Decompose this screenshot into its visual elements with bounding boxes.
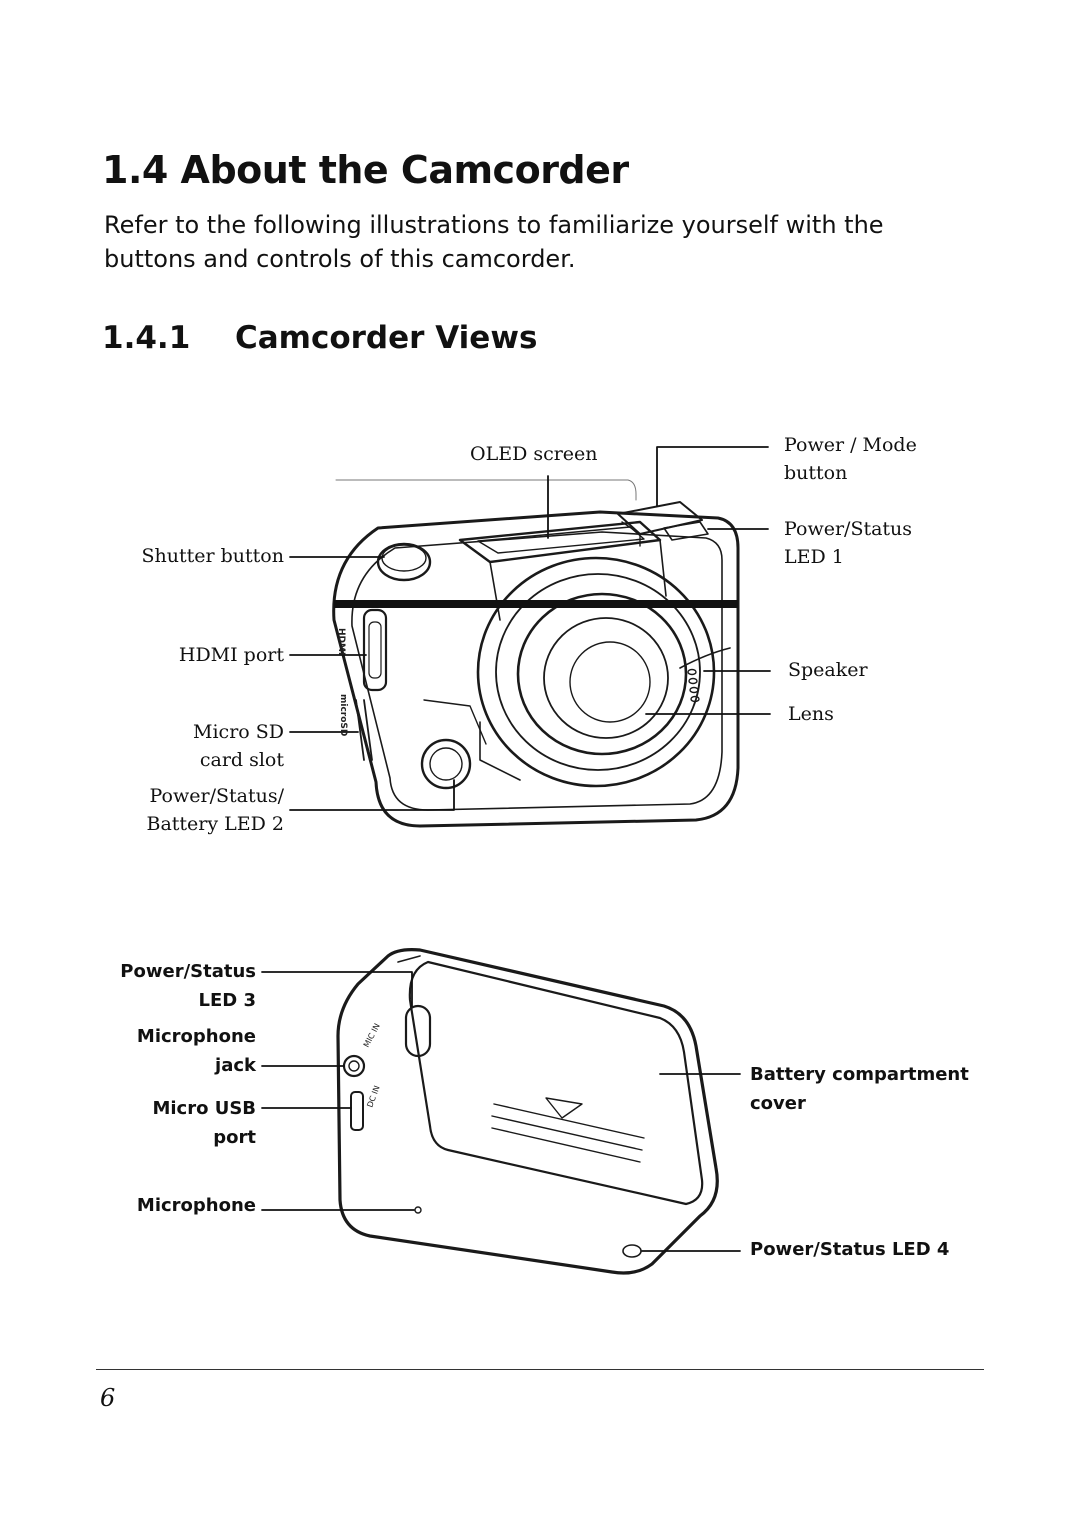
footer-rule bbox=[96, 1369, 984, 1370]
micro-usb-label-line2: port bbox=[213, 1127, 256, 1148]
power-status-led1-label-line1: Power/Status bbox=[784, 518, 913, 540]
power-status-led3-label-line2: LED 3 bbox=[198, 990, 257, 1011]
subsection-text: Camcorder Views bbox=[235, 320, 538, 356]
power-status-led3-shape bbox=[404, 1004, 432, 1058]
micro-sd-label-line2: card slot bbox=[199, 749, 284, 771]
oled-screen-label: OLED screen bbox=[470, 443, 598, 465]
lens-label: Lens bbox=[788, 703, 834, 725]
camera-body-front bbox=[332, 479, 740, 828]
power-status-led1-label-line2: LED 1 bbox=[784, 546, 844, 568]
intro-paragraph: Refer to the following illustrations to … bbox=[104, 211, 884, 273]
back-leader-lines bbox=[261, 971, 741, 1252]
micro-sd-label-line1: Micro SD bbox=[193, 721, 284, 743]
mic-in-side-mark: MIC IN bbox=[362, 1022, 382, 1049]
subsection-number: 1.4.1 bbox=[102, 320, 191, 356]
subsection-title: 1.4.1 Camcorder Views bbox=[102, 320, 537, 356]
micro-usb-port-shape bbox=[350, 1091, 364, 1131]
battery-cover-label-line2: cover bbox=[750, 1093, 806, 1114]
camera-body-back bbox=[336, 948, 719, 1275]
speaker-grille bbox=[687, 668, 700, 703]
power-status-led2-shape bbox=[420, 699, 487, 790]
power-mode-label-line1: Power / Mode bbox=[784, 434, 917, 456]
dc-in-side-mark: DC IN bbox=[365, 1084, 381, 1108]
power-mode-button-shape bbox=[617, 501, 703, 547]
microphone-jack-label-line2: jack bbox=[215, 1055, 256, 1076]
page-number: 6 bbox=[100, 1384, 116, 1412]
speaker-label: Speaker bbox=[788, 659, 868, 681]
battery-cover-shape bbox=[408, 960, 704, 1206]
micro-usb-label-line1: Micro USB bbox=[152, 1098, 256, 1119]
microphone-jack-label-line1: Microphone bbox=[136, 1026, 256, 1047]
battery-cover-label-line1: Battery compartment bbox=[750, 1064, 969, 1085]
power-status-led4-shape bbox=[622, 1244, 642, 1258]
oled-screen-window bbox=[458, 520, 667, 621]
power-mode-label-line2: button bbox=[784, 462, 848, 484]
shutter-button-shape bbox=[376, 542, 432, 582]
microphone-hole-shape bbox=[414, 1206, 422, 1214]
hdmi-port-shape bbox=[362, 608, 388, 692]
microphone-jack-shape bbox=[342, 1054, 366, 1078]
micro-sd-slot-shape bbox=[355, 699, 373, 761]
section-title: 1.4 About the Camcorder bbox=[102, 148, 629, 192]
micro-sd-side-mark: microSD bbox=[338, 694, 348, 736]
power-status-led2-label-line2: Battery LED 2 bbox=[146, 813, 284, 835]
front-leader-lines bbox=[289, 446, 771, 811]
power-status-led3-label-line1: Power/Status bbox=[120, 961, 256, 982]
front-divider-bar bbox=[334, 600, 738, 608]
lens-assembly bbox=[476, 556, 731, 788]
hdmi-side-mark: HDMI bbox=[336, 628, 346, 655]
power-status-led4-label: Power/Status LED 4 bbox=[750, 1239, 950, 1260]
power-status-led2-label-line1: Power/Status/ bbox=[149, 785, 284, 807]
microphone-label: Microphone bbox=[136, 1195, 256, 1216]
power-status-led1-shape bbox=[663, 521, 709, 541]
shutter-button-label: Shutter button bbox=[141, 545, 284, 567]
hdmi-port-label: HDMI port bbox=[178, 644, 284, 666]
